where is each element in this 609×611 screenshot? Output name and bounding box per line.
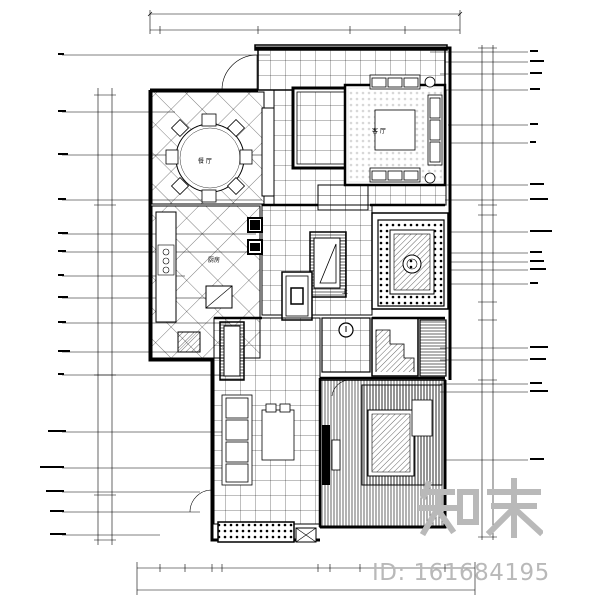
left-dimension-lines (94, 88, 116, 545)
bottom-dimension-lines (136, 562, 476, 595)
bedroom (319, 379, 446, 528)
watermark-id-text: ID: 161684195 (372, 560, 550, 586)
kitchen: 厨房 (151, 205, 261, 359)
lounge (189, 317, 321, 543)
stair-up-label: 上 (342, 288, 348, 296)
sofa-set (369, 74, 443, 184)
left-annotation-marks (40, 53, 70, 535)
right-annotation-marks (530, 50, 552, 460)
right-dimension-lines (478, 45, 497, 540)
service-rooms (371, 317, 447, 377)
watermark-logo (418, 478, 543, 538)
carpet-room (371, 212, 449, 310)
central-hall: 上 (247, 184, 373, 373)
kitchen-label: 厨房 (208, 256, 220, 264)
top-dimension-lines (147, 10, 463, 34)
living-room: 客 厅 (273, 74, 447, 206)
dining-room: 餐 厅 (151, 54, 275, 205)
right-leader-lines (430, 51, 528, 461)
partition-walls (214, 203, 445, 527)
staircase: 上 (309, 231, 348, 298)
dining-room-label: 餐 厅 (198, 157, 212, 165)
dining-table: 餐 厅 (165, 113, 253, 203)
living-room-label: 客 厅 (372, 127, 386, 135)
